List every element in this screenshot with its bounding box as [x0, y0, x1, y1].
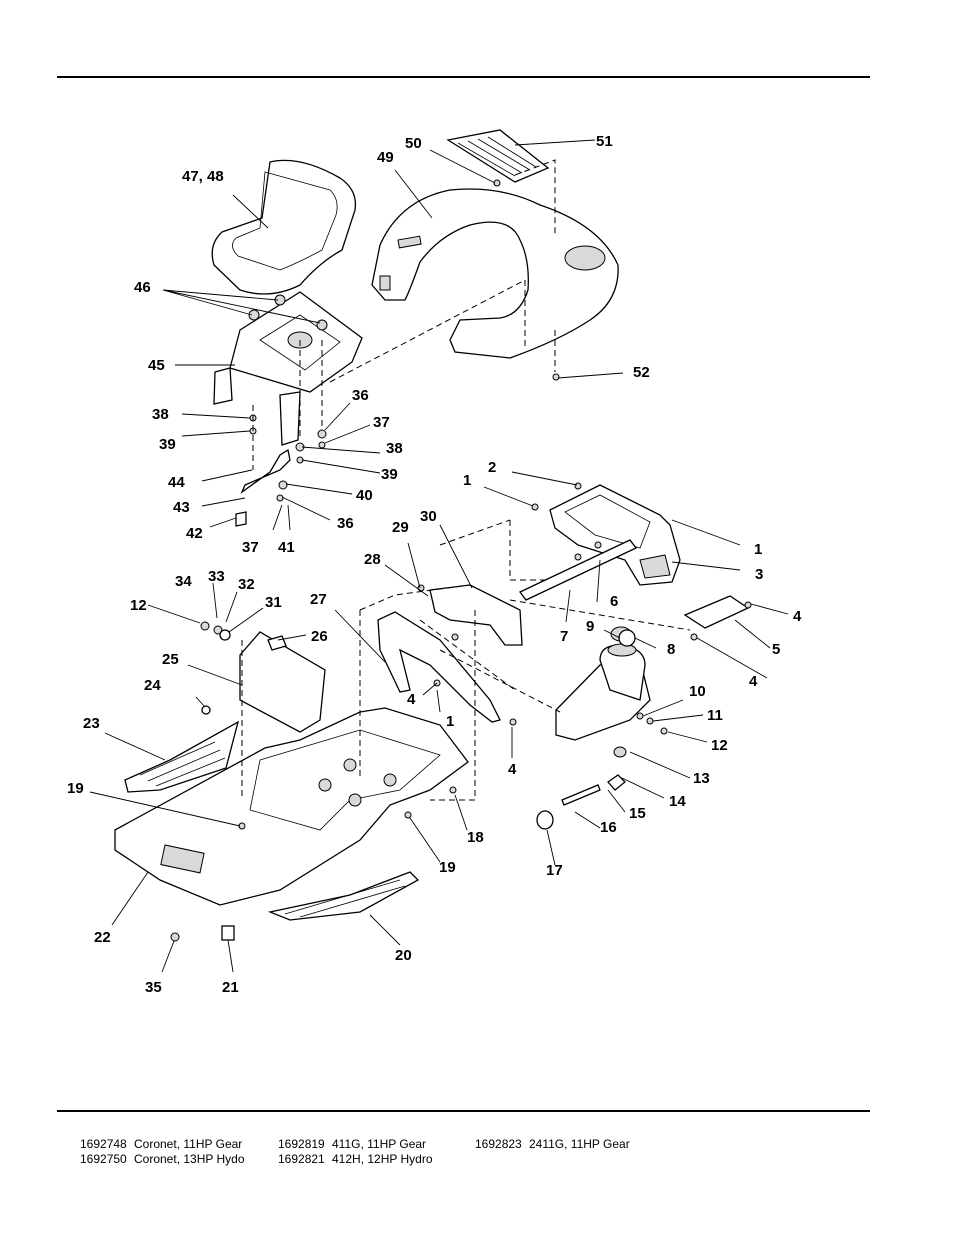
callout-39: 39: [159, 436, 176, 453]
callout-46: 46: [134, 279, 151, 296]
callout-28: 28: [364, 551, 381, 568]
dash-panel-part: [429, 584, 523, 646]
callout-9: 9: [586, 618, 594, 635]
callout-7: 7: [560, 628, 568, 645]
model-row: 1692823 2411G, 11HP Gear: [475, 1137, 630, 1152]
vent-plate-part: [446, 129, 550, 183]
callout-51: 51: [596, 133, 613, 150]
callout-45: 45: [148, 357, 165, 374]
support-bar-part: [519, 539, 637, 601]
callout-38-lower: 38: [386, 440, 403, 457]
callout-36: 36: [352, 387, 369, 404]
exploded-parts-diagram: 47, 48 50 51 49 46 45 52 36 38 37 39 38 …: [67, 129, 802, 996]
callout-12: 12: [130, 597, 147, 614]
lower-panel-part: [239, 631, 326, 733]
model-number: 1692823: [475, 1137, 522, 1151]
foot-rest-left: [124, 720, 240, 793]
callout-38: 38: [152, 406, 169, 423]
fuel-tank-part: [555, 626, 651, 741]
callout-12-right: 12: [711, 737, 728, 754]
callout-16: 16: [600, 819, 617, 836]
model-column-1: 1692748 Coronet, 11HP Gear 1692750 Coronet…: [80, 1137, 245, 1167]
floor-pan-part: [114, 707, 469, 906]
callout-18: 18: [467, 829, 484, 846]
callout-4-center: 4: [407, 691, 416, 708]
model-column-3: 1692823 2411G, 11HP Gear: [475, 1137, 630, 1152]
callout-41: 41: [278, 539, 295, 556]
callout-19: 19: [67, 780, 84, 797]
callout-29: 29: [392, 519, 409, 536]
callout-19-lower: 19: [439, 859, 456, 876]
seat-pan-part: [213, 291, 363, 446]
callout-39-lower: 39: [381, 466, 398, 483]
top-rule: [57, 76, 870, 78]
seat-part: [211, 159, 357, 295]
callout-47-48: 47, 48: [182, 168, 224, 185]
callout-2: 2: [488, 459, 496, 476]
callout-1-right: 1: [754, 541, 762, 558]
callout-11: 11: [707, 707, 723, 724]
callout-15: 15: [629, 805, 646, 822]
callout-35: 35: [145, 979, 162, 996]
model-row: 1692748 Coronet, 11HP Gear: [80, 1137, 245, 1152]
model-row: 1692821 412H, 12HP Hydro: [278, 1152, 433, 1167]
callout-13: 13: [693, 770, 710, 787]
callout-37-lower: 37: [242, 539, 259, 556]
tank-bracket-part: [549, 484, 681, 586]
model-column-2: 1692819 411G, 11HP Gear 1692821 412H, 12HP…: [278, 1137, 433, 1167]
model-name: Coronet, 11HP Gear: [134, 1137, 243, 1151]
callout-44: 44: [168, 474, 185, 491]
callout-23: 23: [83, 715, 100, 732]
callout-17: 17: [546, 862, 563, 879]
model-number: 1692750: [80, 1152, 127, 1166]
callout-1: 1: [463, 472, 471, 489]
model-name: 2411G, 11HP Gear: [529, 1137, 630, 1151]
callout-10: 10: [689, 683, 706, 700]
callout-8: 8: [667, 641, 675, 658]
assembly-lines: [241, 159, 691, 801]
callout-42: 42: [186, 525, 203, 542]
model-number: 1692748: [80, 1137, 127, 1151]
callout-43: 43: [173, 499, 190, 516]
model-number: 1692821: [278, 1152, 325, 1166]
callout-26: 26: [311, 628, 328, 645]
callout-3: 3: [755, 566, 763, 583]
model-name: Coronet, 13HP Hydo: [134, 1152, 245, 1166]
callout-4-right: 4: [749, 673, 758, 690]
bottom-rule: [57, 1110, 870, 1112]
callout-30: 30: [420, 508, 437, 525]
model-number: 1692819: [278, 1137, 325, 1151]
callout-27: 27: [310, 591, 327, 608]
callout-4: 4: [793, 608, 802, 625]
callout-37: 37: [373, 414, 390, 431]
callout-24: 24: [144, 677, 161, 694]
model-row: 1692750 Coronet, 13HP Hydo: [80, 1152, 245, 1167]
callout-25: 25: [162, 651, 179, 668]
callout-33: 33: [208, 568, 225, 585]
callout-34: 34: [175, 573, 192, 590]
model-name: 411G, 11HP Gear: [332, 1137, 427, 1151]
callout-40: 40: [356, 487, 373, 504]
callout-36-lower: 36: [337, 515, 354, 532]
callout-21: 21: [222, 979, 239, 996]
callout-14: 14: [669, 793, 686, 810]
callout-6: 6: [610, 593, 618, 610]
callout-1-center: 1: [446, 713, 454, 730]
callout-22: 22: [94, 929, 111, 946]
callout-4-lower: 4: [508, 761, 517, 778]
callout-50: 50: [405, 135, 422, 152]
model-row: 1692819 411G, 11HP Gear: [278, 1137, 433, 1152]
model-name: 412H, 12HP Hydro: [332, 1152, 433, 1166]
steering-support-part: [377, 611, 501, 723]
fender-part: [371, 188, 619, 359]
fuel-line-parts: [536, 746, 627, 830]
callout-49: 49: [377, 149, 394, 166]
callout-31: 31: [265, 594, 282, 611]
callout-32: 32: [238, 576, 255, 593]
leader-lines: [89, 139, 789, 973]
callout-5: 5: [772, 641, 780, 658]
foot-rest-right: [267, 871, 420, 921]
callout-20: 20: [395, 947, 412, 964]
callout-52: 52: [633, 364, 650, 381]
